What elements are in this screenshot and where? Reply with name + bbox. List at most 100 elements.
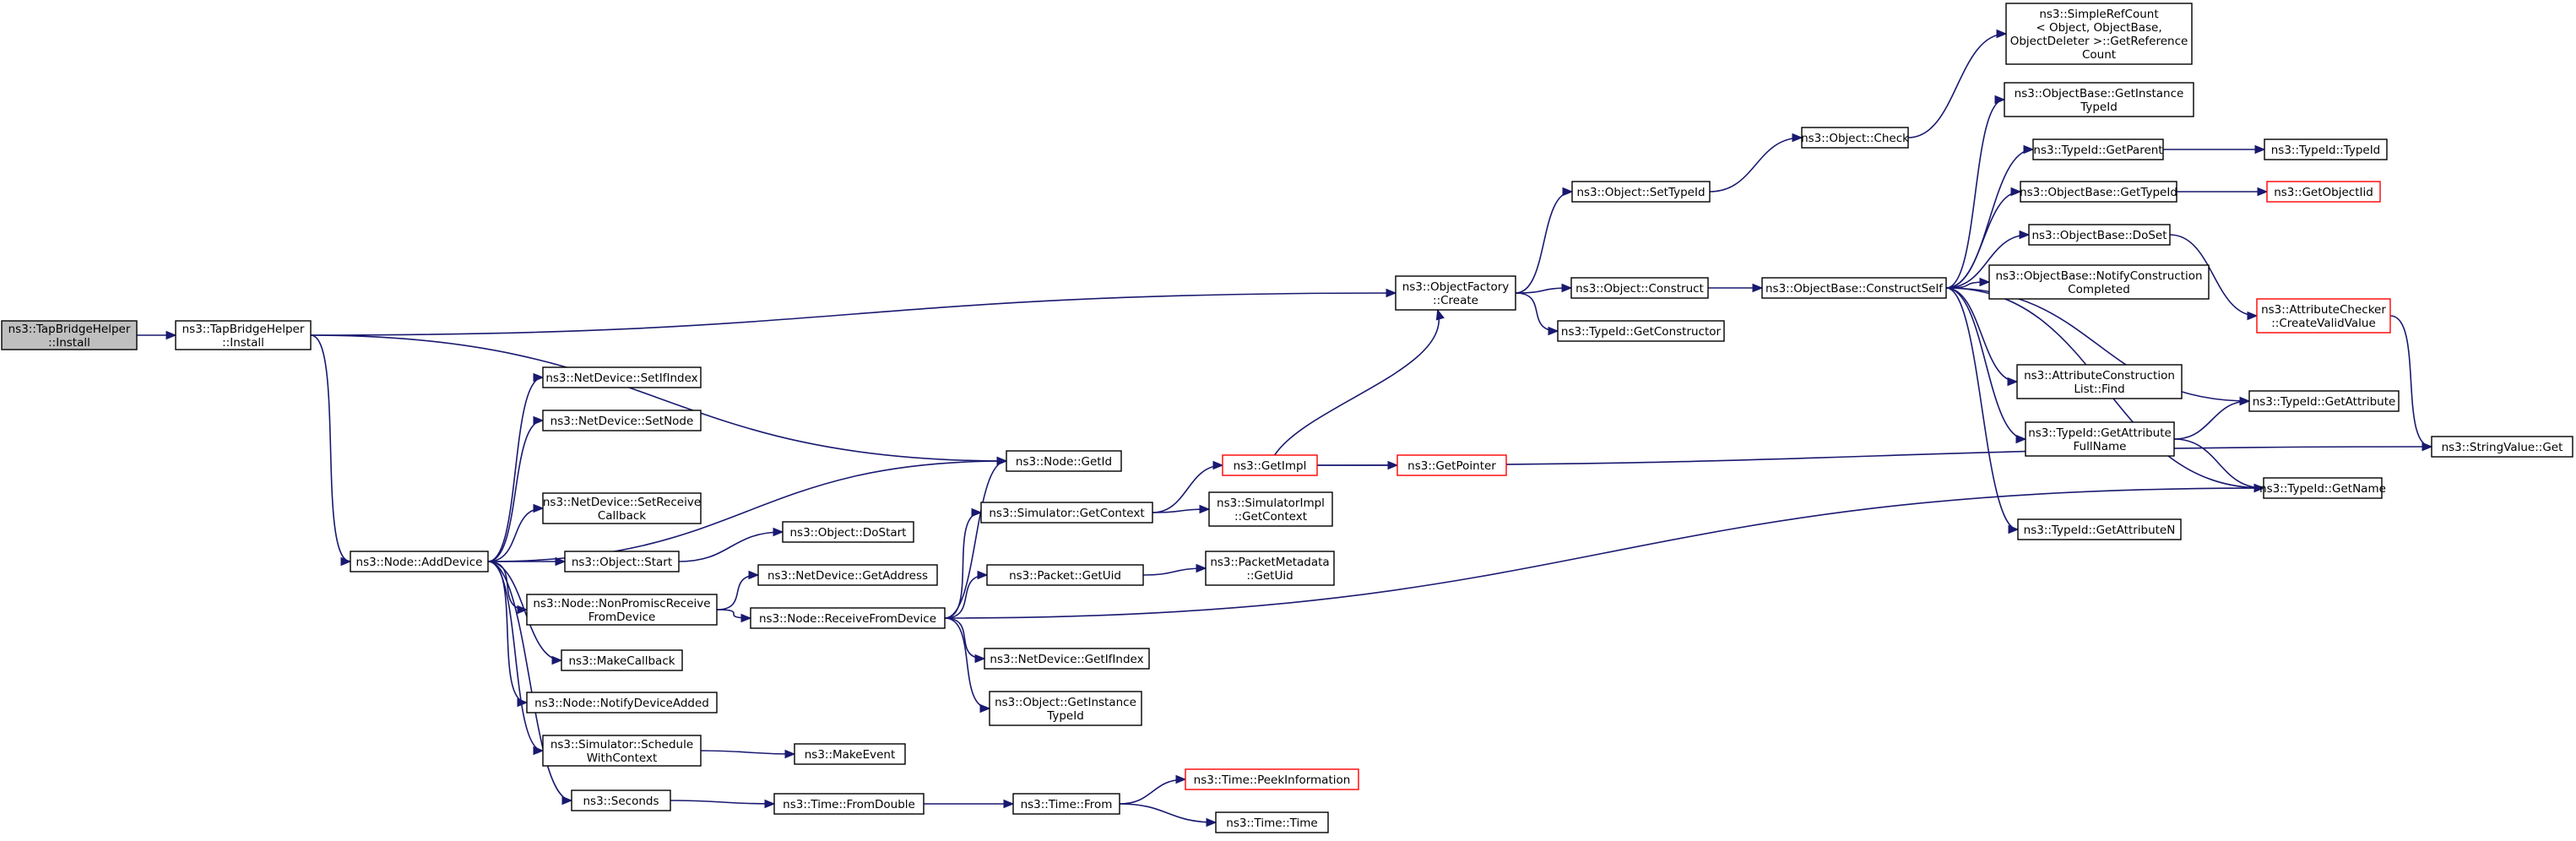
call-edge — [1316, 446, 2432, 466]
node-ns3-node-notifydeviceadded[interactable]: ns3::Node::NotifyDeviceAdded — [526, 692, 718, 713]
node-box — [350, 551, 489, 572]
node-ns3-typeid-getattributen[interactable]: ns3::TypeId::GetAttributeN — [2017, 518, 2182, 540]
call-edge — [944, 574, 988, 619]
edge-arrowhead — [2421, 442, 2433, 452]
call-edge — [1945, 191, 2021, 289]
node-ns3-seconds[interactable]: ns3::Seconds — [571, 789, 671, 811]
node-ns3-objectbase-doset[interactable]: ns3::ObjectBase::DoSet — [2028, 224, 2171, 246]
node-ns3-node-adddevice[interactable]: ns3::Node::AddDevice — [350, 551, 489, 572]
node-ns3-stringvalue-get[interactable]: ns3::StringValue::Get — [2431, 436, 2573, 458]
node-ns3-node-getid[interactable]: ns3::Node::GetId — [1006, 450, 1122, 472]
node-ns3-typeid-getconstructor[interactable]: ns3::TypeId::GetConstructor — [1557, 320, 1725, 342]
node-box — [2016, 364, 2183, 399]
node-box — [2028, 224, 2171, 246]
node-label-line: ns3::NetDevice::GetAddress — [767, 569, 928, 583]
node-ns3-tapbridgehelper-install[interactable]: ns3::TapBridgeHelper::Install — [1, 320, 138, 350]
node-ns3-netdevice-setnode[interactable]: ns3::NetDevice::SetNode — [542, 410, 702, 431]
node-ns3-netdevice-getifindex[interactable]: ns3::NetDevice::GetIfIndex — [984, 648, 1150, 670]
node-label-line: ObjectDeleter >::GetReference — [2010, 35, 2188, 48]
edge-arrowhead — [533, 503, 545, 513]
call-edge — [670, 800, 775, 805]
edge-arrowhead — [2257, 187, 2269, 197]
node-box — [750, 607, 946, 629]
node-ns3-makecallback[interactable]: ns3::MakeCallback — [561, 649, 683, 671]
node-ns3-attributechecker-createvalidvalue[interactable]: ns3::AttributeChecker::CreateValidValue — [2256, 298, 2391, 334]
node-ns3-simulator-getcontext[interactable]: ns3::Simulator::GetContext — [980, 502, 1153, 524]
node-label-line: ns3::Object::DoStart — [790, 526, 907, 540]
node-label-line: ns3::TypeId::GetName — [2259, 482, 2386, 496]
call-edge — [1945, 287, 2019, 530]
node-ns3-objectbase-gettypeid[interactable]: ns3::ObjectBase::GetTypeId — [2020, 181, 2177, 203]
node-ns3-time-fromdouble[interactable]: ns3::Time::FromDouble — [773, 793, 925, 815]
node-box — [526, 594, 718, 626]
node-label-line: ns3::ObjectBase::DoSet — [2031, 229, 2167, 242]
edge-arrowhead — [1792, 133, 1803, 143]
node-ns3-typeid-getattribute[interactable]: ns3::TypeId::GetAttribute — [2248, 390, 2400, 412]
node-label-line: ns3::AttributeChecker — [2261, 303, 2386, 317]
node-ns3-time-from[interactable]: ns3::Time::From — [1012, 793, 1120, 815]
node-label-line: ns3::GetObjectIid — [2274, 186, 2373, 199]
call-edge — [716, 574, 759, 610]
node-box — [526, 692, 718, 713]
node-ns3-makeevent[interactable]: ns3::MakeEvent — [794, 743, 906, 765]
node-label-line: ::Install — [222, 336, 264, 350]
node-ns3-object-check[interactable]: ns3::Object::Check — [1801, 127, 1909, 149]
node-box — [2017, 518, 2182, 540]
node-ns3-object-start[interactable]: ns3::Object::Start — [564, 551, 680, 572]
node-ns3-simplerefcount-object-objectbase-objectdeleter-getreference-count[interactable]: ns3::SimpleRefCount< Object, ObjectBase,… — [2005, 3, 2193, 65]
node-box — [1557, 320, 1725, 342]
call-edge — [1273, 309, 1440, 456]
node-ns3-objectfactory-create[interactable]: ns3::ObjectFactory::Create — [1395, 275, 1516, 311]
node-ns3-objectbase-notifyconstruction-completed[interactable]: ns3::ObjectBase::NotifyConstructionCompl… — [1988, 264, 2210, 300]
node-label-line: ns3::GetPointer — [1407, 459, 1496, 473]
node-box — [1208, 491, 1333, 527]
edge-arrowhead — [2015, 434, 2027, 444]
node-ns3-object-dostart[interactable]: ns3::Object::DoStart — [782, 521, 914, 543]
edge-arrowhead — [533, 415, 545, 426]
node-label-line: ns3::Time::PeekInformation — [1194, 773, 1351, 787]
node-ns3-time-time[interactable]: ns3::Time::Time — [1215, 811, 1329, 833]
node-ns3-node-receivefromdevice[interactable]: ns3::Node::ReceiveFromDevice — [750, 607, 946, 629]
call-edge — [487, 561, 544, 751]
node-ns3-objectbase-constructself[interactable]: ns3::ObjectBase::ConstructSelf — [1761, 277, 1947, 299]
node-ns3-getimpl[interactable]: ns3::GetImpl — [1222, 454, 1318, 476]
node-ns3-object-settypeid[interactable]: ns3::Object::SetTypeId — [1571, 181, 1711, 203]
node-box — [2032, 138, 2164, 160]
edge-arrowhead — [1435, 308, 1445, 321]
node-label-line: Completed — [2068, 283, 2130, 296]
node-ns3-simulatorimpl-getcontext[interactable]: ns3::SimulatorImpl::GetContext — [1208, 491, 1333, 527]
node-ns3-tapbridgehelper-install[interactable]: ns3::TapBridgeHelper::Install — [175, 320, 312, 350]
node-box — [2431, 436, 2573, 458]
node-label-line: ns3::Node::GetId — [1016, 455, 1112, 469]
call-edge — [944, 512, 982, 619]
node-label-line: ::Create — [1433, 294, 1478, 307]
node-ns3-typeid-typeid[interactable]: ns3::TypeId::TypeId — [2264, 138, 2388, 160]
node-label-line: ns3::Simulator::Schedule — [550, 738, 693, 751]
call-edge — [1515, 191, 1573, 294]
node-ns3-typeid-getparent[interactable]: ns3::TypeId::GetParent — [2032, 138, 2164, 160]
call-edge — [310, 334, 1007, 462]
node-ns3-netdevice-setifindex[interactable]: ns3::NetDevice::SetIfIndex — [542, 366, 702, 388]
node-ns3-getobjectiid[interactable]: ns3::GetObjectIid — [2266, 181, 2381, 203]
node-ns3-getpointer[interactable]: ns3::GetPointer — [1396, 454, 1507, 476]
node-label-line: ns3::Simulator::GetContext — [989, 507, 1144, 520]
node-box — [984, 648, 1150, 670]
node-box — [1395, 275, 1516, 311]
node-ns3-time-peekinformation[interactable]: ns3::Time::PeekInformation — [1185, 768, 1359, 790]
call-edge — [310, 334, 351, 562]
node-ns3-packetmetadata-getuid[interactable]: ns3::PacketMetadata::GetUid — [1205, 551, 1335, 586]
node-ns3-packet-getuid[interactable]: ns3::Packet::GetUid — [986, 564, 1144, 586]
node-ns3-typeid-getname[interactable]: ns3::TypeId::GetName — [2259, 477, 2386, 499]
node-ns3-netdevice-getaddress[interactable]: ns3::NetDevice::GetAddress — [757, 564, 938, 586]
node-box — [1571, 181, 1711, 203]
node-ns3-object-construct[interactable]: ns3::Object::Construct — [1570, 277, 1709, 299]
edge-arrowhead — [773, 527, 784, 537]
node-label-line: ns3::Time::FromDouble — [783, 798, 915, 811]
